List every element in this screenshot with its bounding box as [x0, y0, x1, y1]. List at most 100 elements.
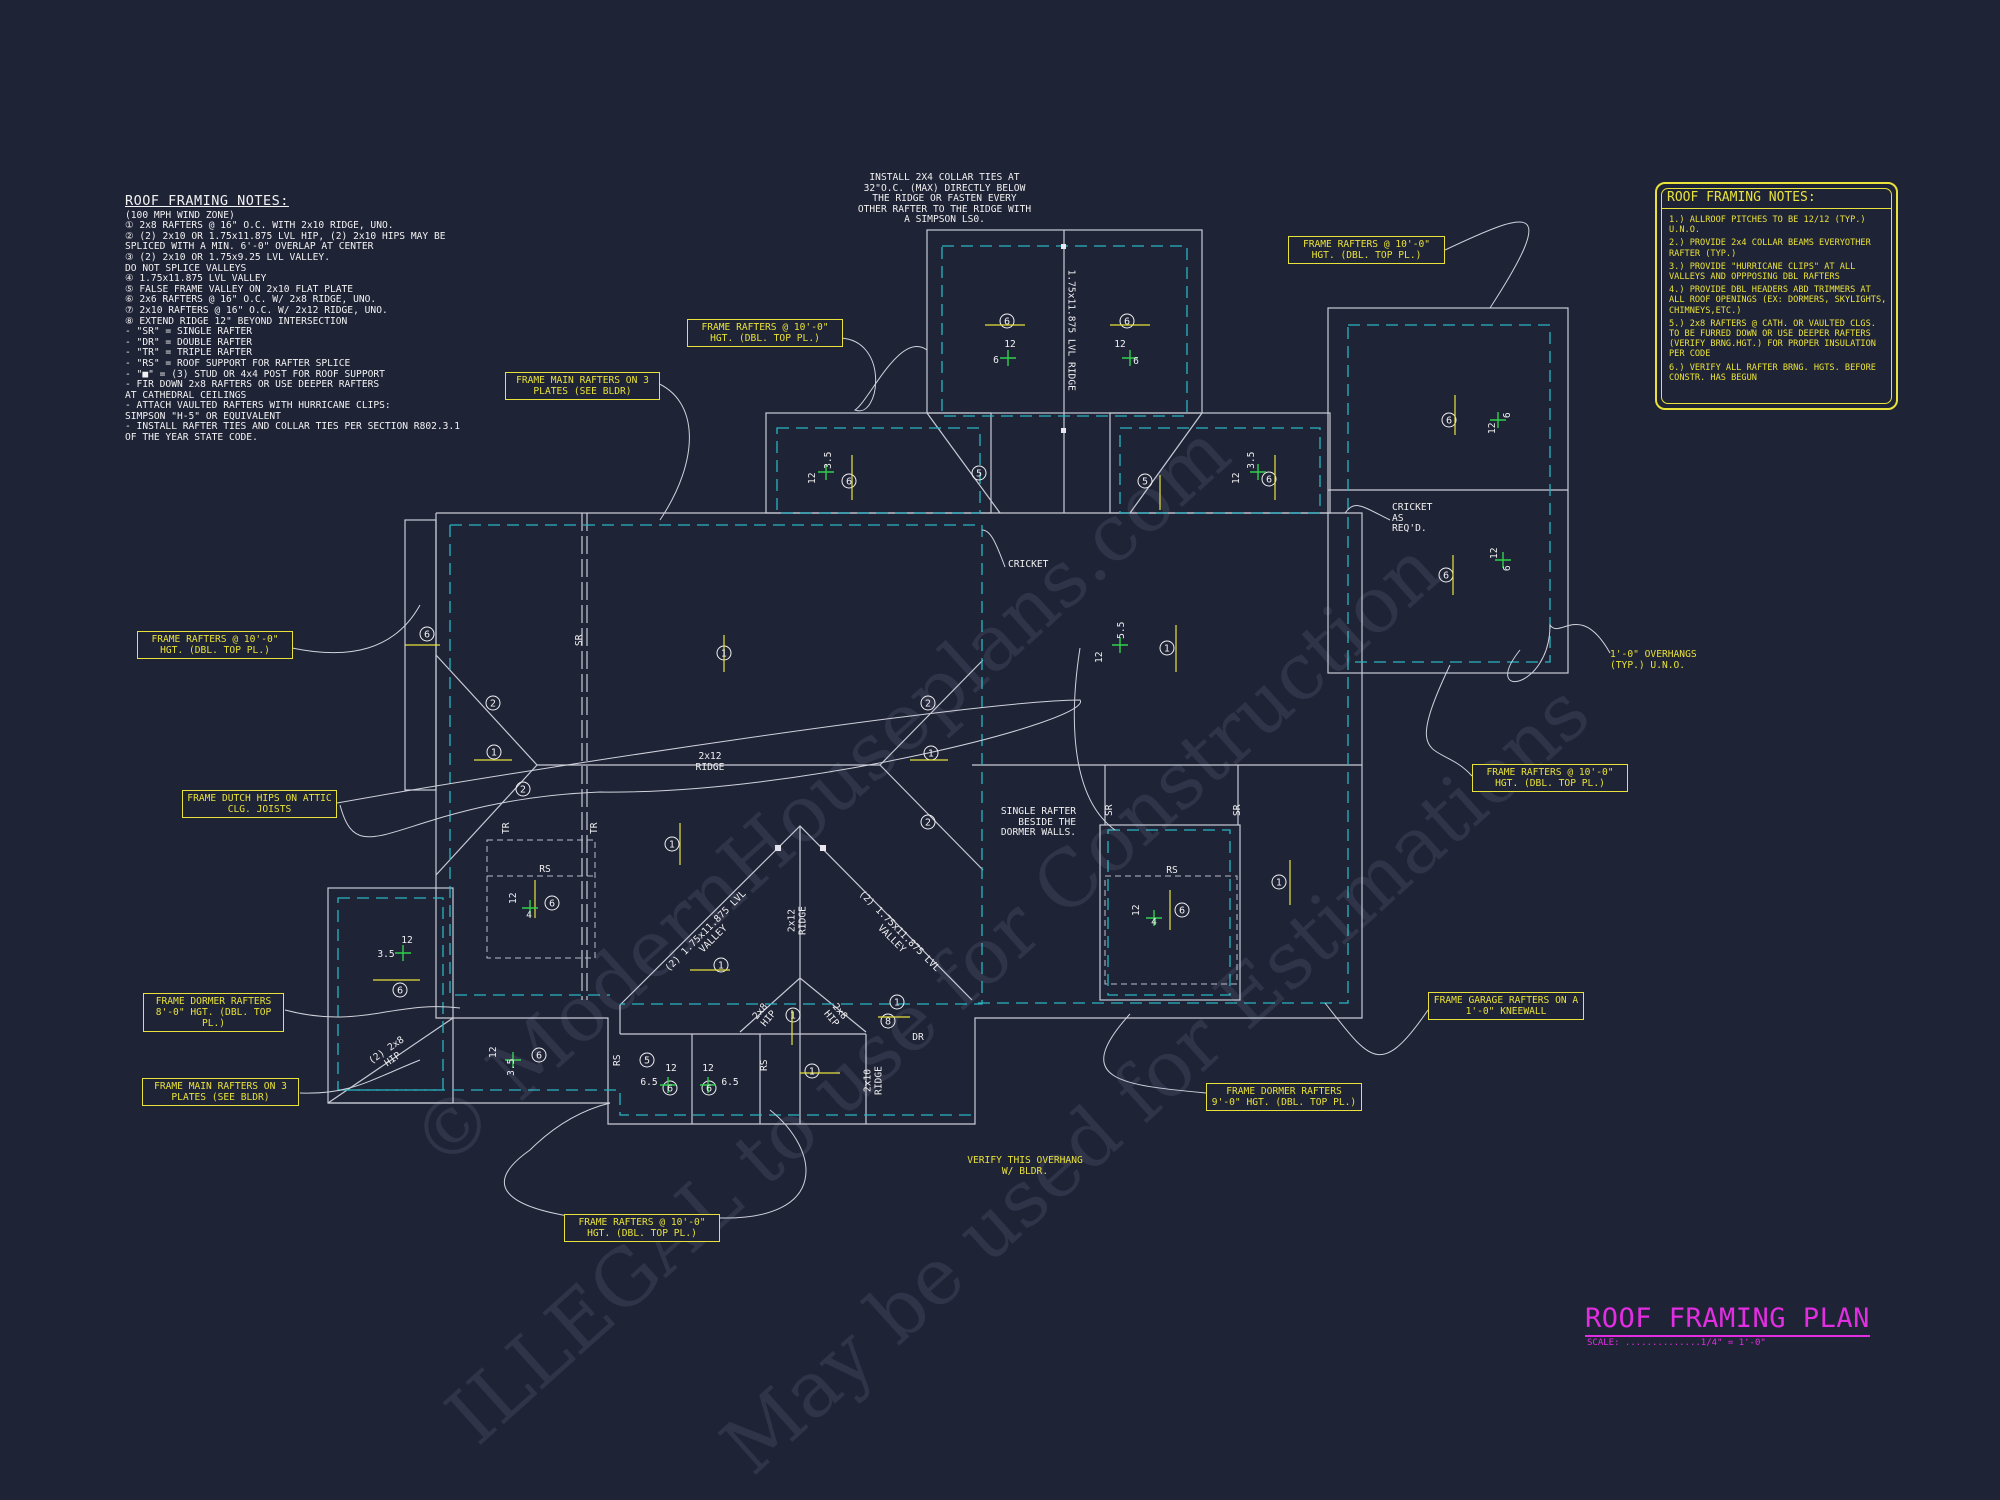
circled-rafter-tag: 6 [846, 477, 852, 488]
general-note-line: - "SR" = SINGLE RAFTER [125, 326, 253, 338]
callout-frame-left-mid: FRAME RAFTERS @ 10'-0" HGT. (DBL. TOP PL… [137, 631, 293, 659]
pitch-12-f: 12 [1488, 547, 1500, 560]
general-note-line: ④ 1.75x11.875 LVL VALLEY [125, 273, 267, 285]
callout-dormer-left: FRAME DORMER RAFTERS 8'-0" HGT. (DBL. TO… [143, 993, 284, 1032]
boxed-note-item: 6.) VERIFY ALL RAFTER BRNG. HGTS. BEFORE… [1669, 362, 1876, 383]
general-notes: ROOF FRAMING NOTES: (100 MPH WIND ZONE)①… [125, 193, 465, 444]
general-note-line: AT CATHEDRAL CEILINGS [125, 389, 247, 401]
general-notes-title: ROOF FRAMING NOTES: [125, 193, 289, 209]
general-note-line: - "TR" = TRIPLE RAFTER [125, 347, 253, 359]
note-overhangs: 1'-0" OVERHANGS (TYP.) U.N.O. [1610, 649, 1697, 671]
callout-frame-right-mid: FRAME RAFTERS @ 10'-0" HGT. (DBL. TOP PL… [1472, 764, 1628, 792]
general-note-line: DO NOT SPLICE VALLEYS [125, 262, 247, 274]
general-note-line: SIMPSON "H-5" OR EQUIVALENT [125, 410, 281, 422]
label-rs-low-a: RS [611, 1054, 623, 1067]
label-main-ridge: 2x12 RIDGE [695, 751, 725, 773]
circled-rafter-tag: 6 [549, 899, 555, 910]
label-vertical-ridge: 2x12 RIDGE [786, 906, 809, 935]
boxed-note-item: 2.) PROVIDE 2x4 COLLAR BEAMS EVERYOTHER … [1669, 238, 1871, 259]
notes-inner-border [1661, 188, 1892, 404]
circled-rafter-tag: 8 [885, 1017, 891, 1028]
boxed-notes-title: ROOF FRAMING NOTES: [1661, 188, 1892, 209]
pitch-35-c: 3.5 [377, 949, 395, 960]
label-small-ridge: 2x10 RIDGE [862, 1066, 885, 1095]
circled-rafter-tag: 2 [925, 818, 931, 829]
circled-rafter-tag: 6 [706, 1084, 712, 1095]
general-note-line: OF THE YEAR STATE CODE. [125, 432, 258, 444]
pitch-4-a: 4 [526, 910, 532, 921]
circled-rafter-tag: 6 [397, 986, 403, 997]
plan-scale: SCALE: ..............1/4" = 1'-0" [1587, 1338, 1766, 1348]
pitch-12-h: 12 [507, 892, 519, 905]
circled-rafter-tag: 1 [721, 649, 727, 660]
note-single-rafter: SINGLE RAFTER BESIDE THE DORMER WALLS. [1000, 806, 1076, 838]
left-wing-outline [404, 519, 437, 791]
circled-rafter-tag: 5 [976, 469, 982, 480]
circled-rafter-tag: 1 [928, 749, 934, 760]
circled-rafter-tag: 1 [1276, 878, 1282, 889]
callout-frame-top-center: FRAME RAFTERS @ 10'-0" HGT. (DBL. TOP PL… [687, 319, 843, 347]
plan-title: ROOF FRAMING PLAN [1585, 1303, 1870, 1337]
boxed-note-item: 4.) PROVIDE DBL HEADERS ABD TRIMMERS AT … [1669, 285, 1887, 316]
circled-rafter-tag: 1 [669, 840, 675, 851]
callout-dutch-hips: FRAME DUTCH HIPS ON ATTIC CLG. JOISTS [182, 790, 337, 818]
pitch-35-a: 3.5 [822, 451, 834, 469]
pitch-35-d: 3.5 [505, 1058, 517, 1076]
pitch-12-j: 12 [401, 935, 413, 946]
right-dormer [1099, 824, 1241, 1001]
pitch-6-b: 6 [1133, 356, 1139, 367]
circled-rafter-tag: 6 [1443, 571, 1449, 582]
general-note-line: ② (2) 2x10 OR 1.75x11.875 LVL HIP, (2) 2… [125, 230, 446, 242]
callout-frame-bottom-center: FRAME RAFTERS @ 10'-0" HGT. (DBL. TOP PL… [564, 1214, 720, 1242]
circled-rafter-tag: 1 [718, 961, 724, 972]
callout-frame-top-right: FRAME RAFTERS @ 10'-0" HGT. (DBL. TOP PL… [1288, 236, 1445, 264]
pitch-12-e: 12 [1486, 422, 1498, 435]
pitch-55: 5.5 [1115, 621, 1127, 639]
circled-rafter-tag: 6 [667, 1084, 673, 1095]
circled-rafter-tag: 6 [1179, 906, 1185, 917]
circled-rafter-tag: 5 [1142, 477, 1148, 488]
circled-rafter-tag: 1 [1164, 644, 1170, 655]
circled-rafter-tag: 2 [520, 785, 526, 796]
general-note-line: ③ (2) 2x10 OR 1.75x9.25 LVL VALLEY. [125, 251, 330, 263]
boxed-note-item: 3.) PROVIDE "HURRICANE CLIPS" AT ALL VAL… [1669, 261, 1856, 283]
general-note-line: SPLICED WITH A MIN. 6'-0" OVERLAP AT CEN… [125, 241, 374, 253]
pitch-12-k: 12 [487, 1046, 499, 1059]
roof-outline [435, 512, 1363, 1125]
pitch-6-d: 6 [1501, 565, 1513, 572]
pitch-12-g: 12 [1093, 651, 1105, 664]
note-cricket: CRICKET [1008, 559, 1049, 570]
left-bottom-dormer [327, 887, 454, 1104]
general-note-line: - FIR DOWN 2x8 RAFTERS OR USE DEEPER RAF… [125, 379, 380, 391]
pitch-35-b: 3.5 [1245, 451, 1257, 469]
circled-rafter-tag: 6 [536, 1051, 542, 1062]
circled-rafter-tag: 2 [925, 699, 931, 710]
circled-rafter-tag: 6 [1446, 416, 1452, 427]
general-note-line: ① 2x8 RAFTERS @ 16" O.C. WITH 2x10 RIDGE… [125, 220, 394, 232]
label-dr: DR [912, 1032, 924, 1043]
circled-rafter-tag: 1 [491, 748, 497, 759]
pitch-12-b: 12 [1114, 339, 1126, 350]
circled-rafter-tag: 2 [490, 699, 496, 710]
label-sr-c: SR [1231, 804, 1243, 817]
circled-rafter-tag: 6 [1124, 317, 1130, 328]
label-rs-right: RS [1166, 865, 1178, 876]
pitch-4-b: 4 [1151, 917, 1157, 928]
pitch-65-a: 6.5 [640, 1077, 658, 1088]
label-rs-left: RS [539, 864, 551, 875]
general-note-line: - "RS" = ROOF SUPPORT FOR RAFTER SPLICE [125, 357, 351, 369]
label-sr-b: SR [1103, 804, 1115, 817]
circled-rafter-tag: 1 [894, 998, 900, 1009]
label-top-ridge: 1.75x11.875 LVL RIDGE [1065, 269, 1077, 391]
pitch-12-l: 12 [665, 1063, 677, 1074]
circled-rafter-tag: 1 [809, 1067, 815, 1078]
note-verify-overhang: VERIFY THIS OVERHANG W/ BLDR. [967, 1155, 1083, 1177]
general-note-line: ⑦ 2x10 RAFTERS @ 16" O.C. W/ 2x12 RIDGE,… [125, 304, 388, 316]
pitch-12-c: 12 [806, 472, 818, 485]
pitch-12-m: 12 [702, 1063, 714, 1074]
pitch-12-a: 12 [1004, 339, 1016, 350]
boxed-note-item: 1.) ALLROOF PITCHES TO BE 12/12 (TYP.) U… [1669, 215, 1866, 236]
circled-rafter-tag: 6 [424, 630, 430, 641]
callout-garage-kneewall: FRAME GARAGE RAFTERS ON A 1'-0" KNEEWALL [1428, 992, 1584, 1020]
